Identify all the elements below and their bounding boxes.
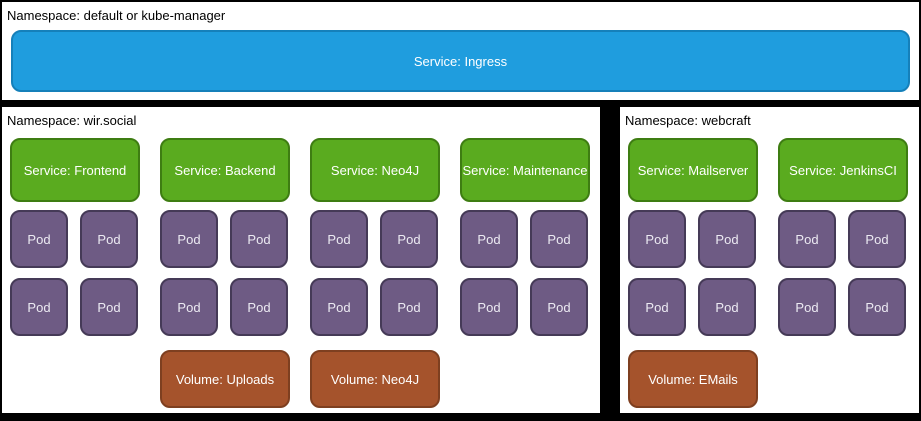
service-group-neo4j: Service: Neo4J Pod Pod Pod Pod Volume: N…	[310, 138, 440, 408]
pod-box: Pod	[778, 210, 836, 268]
namespace-label: Namespace: wir.social	[7, 113, 137, 128]
pod-box: Pod	[530, 278, 588, 336]
pod-box: Pod	[80, 278, 138, 336]
service-groups: Service: Mailserver Pod Pod Pod Pod Volu…	[628, 138, 919, 408]
service-group-backend: Service: Backend Pod Pod Pod Pod Volume:…	[160, 138, 290, 408]
volume-box: Volume: Uploads	[160, 350, 290, 408]
namespace-panel-wir-social: Namespace: wir.social Service: Frontend …	[2, 107, 600, 413]
pod-box: Pod	[10, 278, 68, 336]
pod-box: Pod	[460, 278, 518, 336]
service-box: Service: Backend	[160, 138, 290, 202]
pod-box: Pod	[460, 210, 518, 268]
service-group-jenkinsci: Service: JenkinsCI Pod Pod Pod Pod	[778, 138, 908, 408]
pod-box: Pod	[310, 210, 368, 268]
pod-box: Pod	[160, 278, 218, 336]
pod-box: Pod	[848, 210, 906, 268]
pod-grid: Pod Pod Pod Pod	[628, 210, 758, 336]
namespace-label: Namespace: default or kube-manager	[7, 8, 226, 23]
namespace-panel-webcraft: Namespace: webcraft Service: Mailserver …	[620, 107, 919, 413]
pod-box: Pod	[380, 278, 438, 336]
pod-box: Pod	[230, 278, 288, 336]
pod-grid: Pod Pod Pod Pod	[160, 210, 290, 336]
volume-box: Volume: EMails	[628, 350, 758, 408]
namespace-panel-default: Namespace: default or kube-manager Servi…	[2, 2, 919, 100]
service-box: Service: JenkinsCI	[778, 138, 908, 202]
pod-grid: Pod Pod Pod Pod	[778, 210, 908, 336]
pod-grid: Pod Pod Pod Pod	[460, 210, 590, 336]
service-box: Service: Frontend	[10, 138, 140, 202]
pod-box: Pod	[230, 210, 288, 268]
namespace-label: Namespace: webcraft	[625, 113, 751, 128]
pod-box: Pod	[628, 210, 686, 268]
pod-box: Pod	[778, 278, 836, 336]
pod-box: Pod	[628, 278, 686, 336]
volume-box: Volume: Neo4J	[310, 350, 440, 408]
pod-grid: Pod Pod Pod Pod	[310, 210, 440, 336]
service-group-frontend: Service: Frontend Pod Pod Pod Pod	[10, 138, 140, 408]
service-groups: Service: Frontend Pod Pod Pod Pod Servic…	[10, 138, 600, 408]
service-box: Service: Maintenance	[460, 138, 590, 202]
pod-box: Pod	[80, 210, 138, 268]
service-group-maintenance: Service: Maintenance Pod Pod Pod Pod	[460, 138, 590, 408]
pod-box: Pod	[530, 210, 588, 268]
service-group-mailserver: Service: Mailserver Pod Pod Pod Pod Volu…	[628, 138, 758, 408]
pod-box: Pod	[10, 210, 68, 268]
pod-box: Pod	[848, 278, 906, 336]
pod-box: Pod	[160, 210, 218, 268]
pod-grid: Pod Pod Pod Pod	[10, 210, 140, 336]
pod-box: Pod	[310, 278, 368, 336]
pod-box: Pod	[698, 278, 756, 336]
service-box: Service: Neo4J	[310, 138, 440, 202]
service-box: Service: Mailserver	[628, 138, 758, 202]
ingress-service-box: Service: Ingress	[11, 30, 910, 92]
pod-box: Pod	[380, 210, 438, 268]
pod-box: Pod	[698, 210, 756, 268]
